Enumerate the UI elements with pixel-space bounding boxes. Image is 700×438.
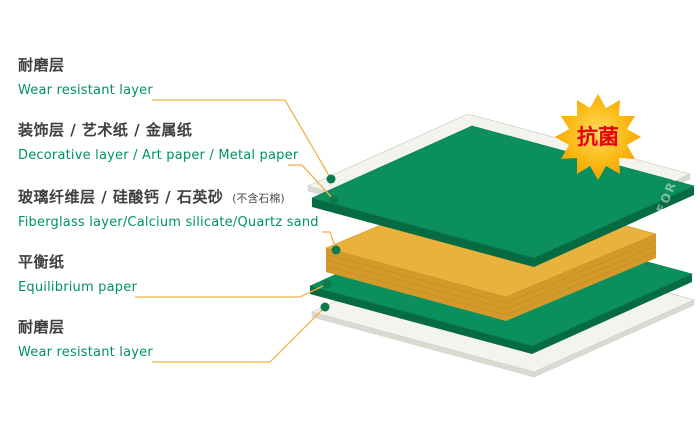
label-zh: 耐磨层 (18, 318, 65, 336)
label-wear-layer-bottom: 耐磨层 Wear resistant layer (18, 316, 153, 360)
leader-line-wear-top (152, 99, 332, 180)
label-en: Fiberglass layer/Calcium silicate/Quartz… (18, 215, 319, 230)
layer-dot-fiberglass (331, 245, 341, 255)
label-zh: 装饰层 / 艺术纸 / 金属纸 (18, 121, 193, 139)
label-en: Decorative layer / Art paper / Metal pap… (18, 148, 299, 163)
decorative-side-right (534, 186, 694, 267)
label-wear-layer-top: 耐磨层 Wear resistant layer (18, 54, 153, 98)
label-zh-main: 玻璃纤维层 / 硅酸钙 / 石英砂 (18, 188, 224, 206)
starburst-icon (555, 94, 641, 180)
fiberglass-lamination-line (325, 239, 657, 304)
layer-dot-wear-top (326, 174, 336, 184)
label-zh: 平衡纸 (18, 253, 65, 271)
decorative-face (311, 125, 695, 259)
layer-dot-equilibrium (322, 279, 332, 289)
decorative-side-left (312, 198, 534, 267)
leader-line-fiberglass (322, 231, 337, 251)
label-zh-note: (不含石棉) (232, 192, 285, 205)
equilibrium-side-right (532, 274, 692, 354)
label-en: Wear resistant layer (18, 345, 153, 360)
label-equilibrium-paper: 平衡纸 Equilibrium paper (18, 251, 137, 295)
antibacterial-badge: 抗菌 (555, 94, 641, 180)
fiberglass-lamination-line (325, 245, 657, 310)
layer-dot-wear-bottom (320, 302, 330, 312)
label-zh: 玻璃纤维层 / 硅酸钙 / 石英砂 (不含石棉) (18, 186, 319, 207)
equilibrium-side-left (310, 286, 532, 354)
label-zh: 耐磨层 (18, 56, 65, 74)
label-en: Equilibrium paper (18, 280, 137, 295)
label-fiberglass-layer: 玻璃纤维层 / 硅酸钙 / 石英砂 (不含石棉) Fiberglass laye… (18, 186, 319, 230)
label-decorative-layer: 装饰层 / 艺术纸 / 金属纸 Decorative layer / Art p… (18, 119, 298, 163)
leader-line-wear-bottom (152, 306, 326, 363)
leader-line-decorative (288, 164, 335, 201)
antibacterial-badge-label: 抗菌 (577, 125, 619, 149)
layer-dot-decorative (329, 195, 339, 205)
label-en: Wear resistant layer (18, 83, 153, 98)
leader-line-equilibrium (135, 283, 328, 298)
fiberglass-lamination-line (325, 251, 657, 316)
